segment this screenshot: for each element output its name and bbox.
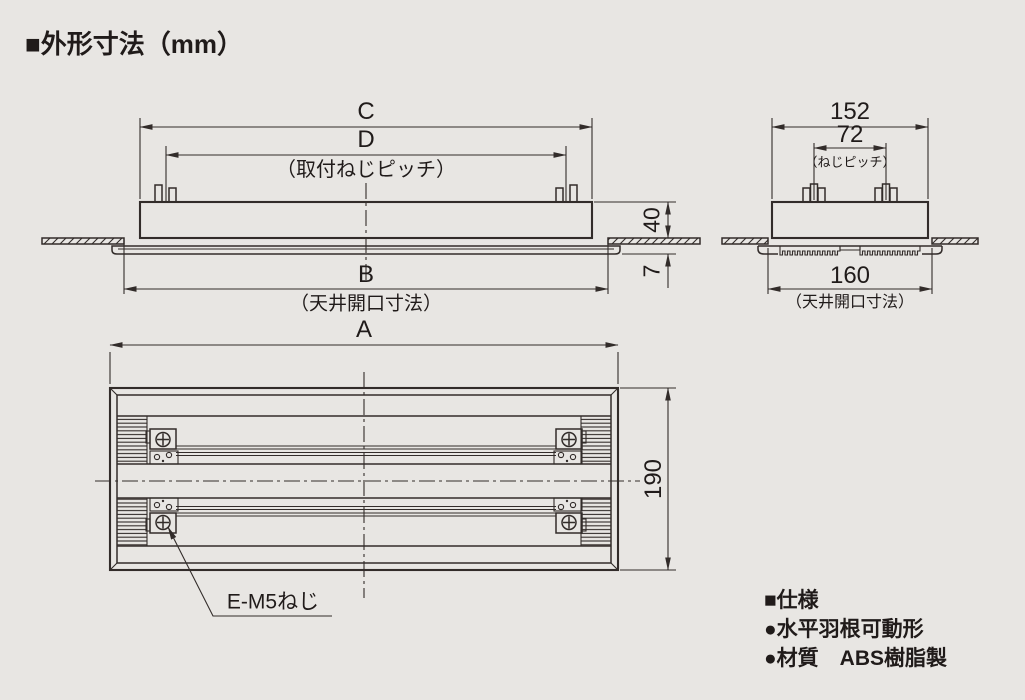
dim-pitch-note: （ねじピッチ） bbox=[804, 154, 896, 170]
front-elevation-drawing bbox=[41, 118, 701, 294]
specs-heading: ■仕様 bbox=[764, 589, 819, 612]
dim-b-label: B bbox=[357, 261, 375, 288]
dim-d-label: D bbox=[357, 126, 375, 153]
dim-a-label: A bbox=[355, 316, 373, 343]
plan-view-drawing bbox=[95, 342, 676, 617]
dim-height-label: 40 bbox=[638, 207, 665, 233]
screw-type-label: E-M5ねじ bbox=[226, 590, 320, 614]
dim-d-note: （取付ねじピッチ） bbox=[276, 159, 456, 181]
dim-b-note: （天井開口寸法） bbox=[289, 293, 443, 315]
spec-item-material: ●材質 ABS樹脂製 bbox=[764, 647, 948, 670]
dim-width-label: 152 bbox=[829, 98, 871, 125]
page-title: ■外形寸法（mm） bbox=[25, 29, 243, 59]
dim-depth-label: 190 bbox=[640, 458, 667, 500]
specs-block: ■仕様 ●水平羽根可動形 ●材質 ABS樹脂製 bbox=[764, 586, 947, 673]
dim-opening-note: （天井開口寸法） bbox=[785, 294, 915, 311]
dim-opening-label: 160 bbox=[829, 262, 871, 289]
side-elevation-drawing bbox=[721, 118, 979, 294]
dim-pitch-label: 72 bbox=[836, 121, 864, 148]
spec-item-blade: ●水平羽根可動形 bbox=[764, 618, 924, 641]
dim-c-label: C bbox=[357, 98, 375, 125]
dim-flange-label: 7 bbox=[638, 264, 665, 278]
